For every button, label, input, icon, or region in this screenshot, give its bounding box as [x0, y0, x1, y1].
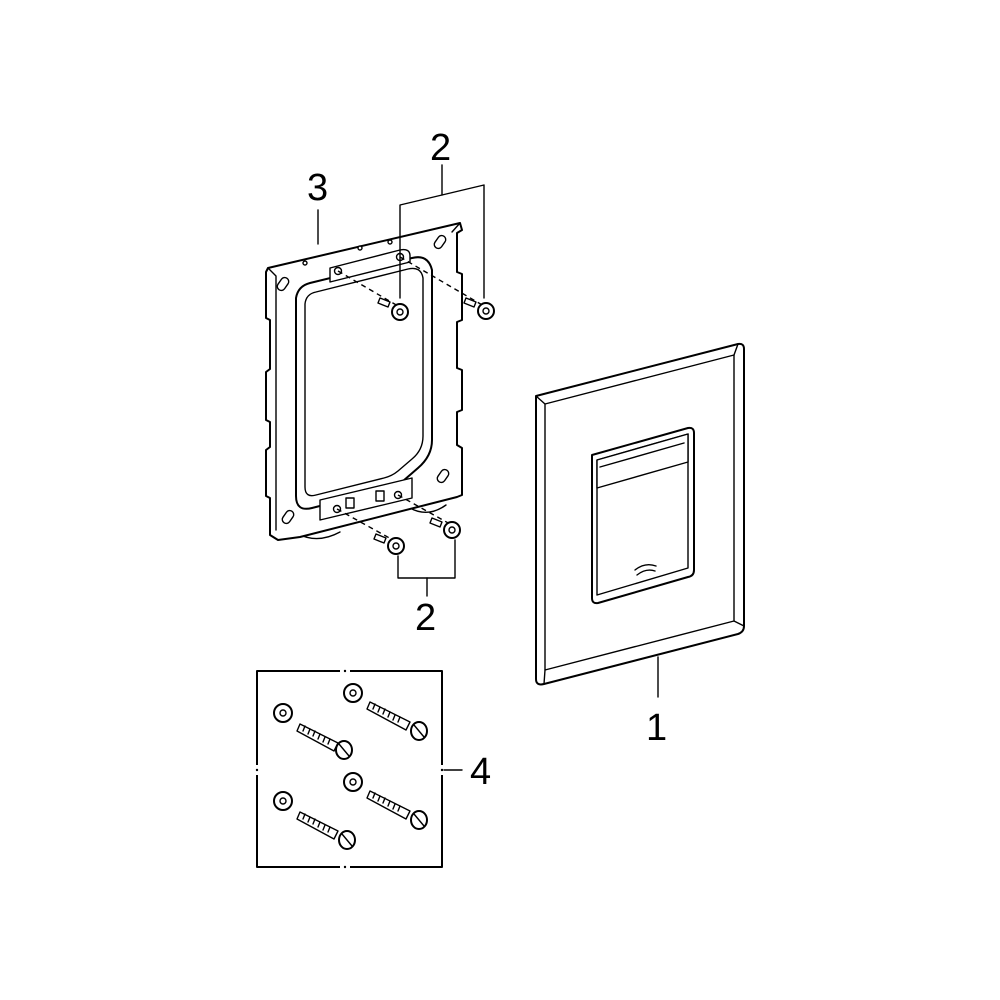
- callout-2-top: 2: [430, 127, 451, 169]
- screw-icon: [377, 297, 409, 321]
- washer-icon: [273, 703, 293, 723]
- wall-screw-icon: [366, 790, 428, 830]
- brand-logo-icon: [634, 563, 657, 576]
- bracket-bottom: [397, 539, 456, 579]
- wall-screw-icon: [366, 701, 428, 741]
- callout-2-bottom: 2: [415, 597, 436, 639]
- callout-1: 1: [646, 707, 667, 749]
- flush-plate-icon: [535, 342, 745, 686]
- mounting-frame-icon: [265, 222, 463, 541]
- washer-icon: [273, 791, 293, 811]
- callout-4: 4: [470, 751, 491, 793]
- screw-icon: [463, 297, 495, 320]
- washer-icon: [343, 772, 363, 792]
- screw-kit-box: [255, 669, 444, 869]
- screws-top-group: [337, 256, 495, 321]
- screws-bottom-group: [336, 494, 461, 555]
- screw-icon: [429, 517, 461, 539]
- wall-screw-icon: [296, 811, 356, 850]
- callout-3: 3: [307, 167, 328, 209]
- screw-icon: [373, 533, 405, 555]
- washer-icon: [343, 683, 363, 703]
- wall-screw-icon: [296, 723, 353, 760]
